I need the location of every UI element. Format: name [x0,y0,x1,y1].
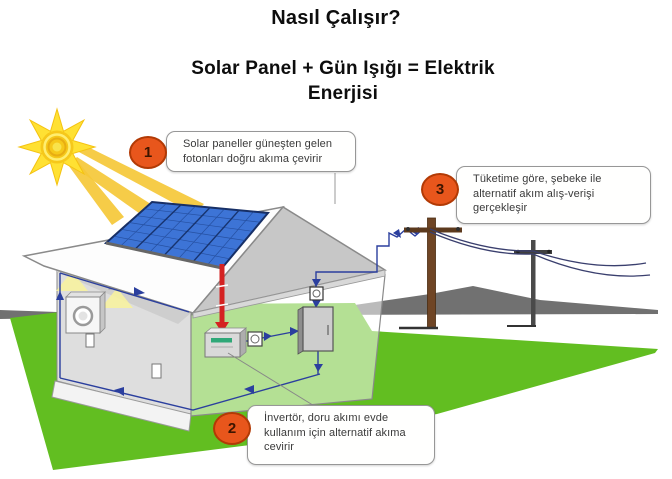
callout-2: İnvertör, doru akımı evde kullanım için … [247,405,435,465]
page-title: Nasıl Çalışır? [271,7,401,29]
callout-2-number: 2 [227,420,237,437]
left-outer-wall [51,380,192,432]
wall-outlet-icon [151,363,162,379]
electric-meter-icon [247,331,263,347]
wall-outlet-icon [85,333,95,348]
distribution-panel-icon [297,306,334,355]
roof-fascia [192,269,386,319]
sun-icon [17,107,97,187]
callout-3-text: Tüketime göre, şebeke ile alternatif akı… [473,173,602,214]
power-lines [429,228,651,277]
callout-1-number: 1 [143,144,153,161]
dc-current-arrow [215,264,229,333]
leader-line-2 [227,352,317,408]
callout-1-text: Solar paneller güneşten gelen fotonları … [183,138,333,165]
callout-3-badge: 3 [421,173,459,206]
callout-1: Solar paneller güneşten gelen fotonları … [166,131,356,172]
callout-1-badge: 1 [129,136,167,169]
inverter-icon [203,327,248,358]
callout-2-text: İnvertör, doru akımı evde kullanım için … [264,412,406,453]
hill-right [300,286,658,315]
callout-3: Tüketime göre, şebeke ile alternatif akı… [456,166,651,224]
page-subtitle: Solar Panel + Gün Işığı = Elektrik Enerj… [168,56,518,106]
subtitle-line-2: Enerjisi [307,83,379,104]
subtitle-line-1: Solar Panel + Gün Işığı = Elektrik [191,58,495,79]
washing-machine-icon [65,291,106,334]
house-cutaway [21,200,387,432]
callout-2-badge: 2 [213,412,251,445]
electric-meter-icon [309,286,324,301]
callout-3-number: 3 [435,181,445,198]
